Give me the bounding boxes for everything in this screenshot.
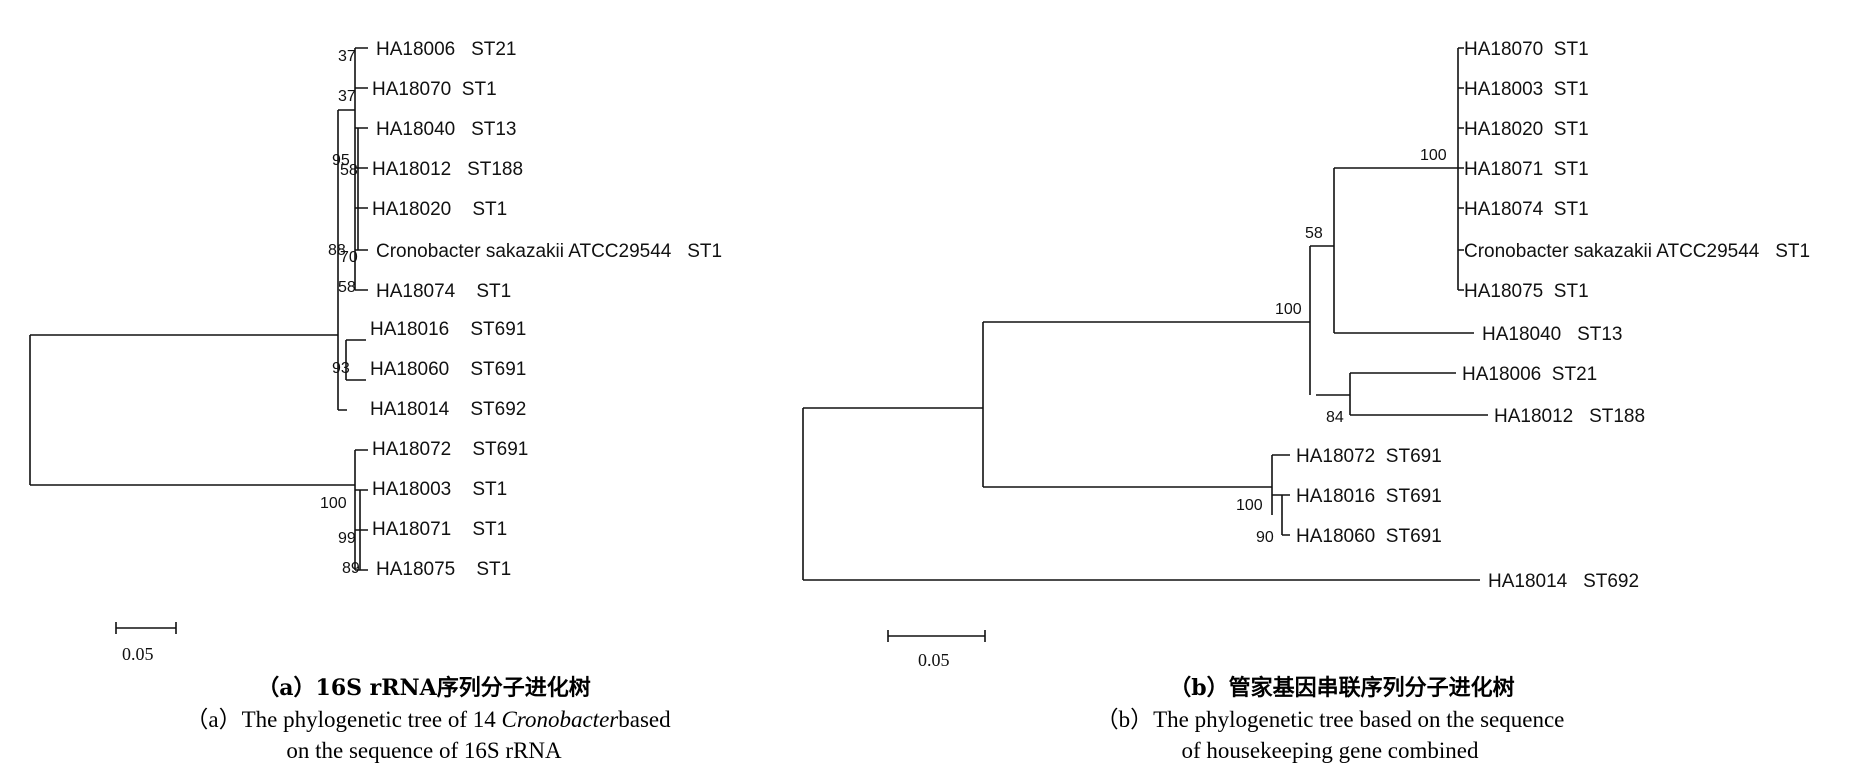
leaf-a-13: HA18071 ST1 xyxy=(372,519,507,540)
bootstrap-a-11: 89 xyxy=(342,560,360,577)
caption-a-zh: （a）16S rRNA序列分子进化树 xyxy=(257,675,590,701)
leaf-a-10: HA18014 ST692 xyxy=(370,399,526,420)
bootstrap-a-7: 58 xyxy=(338,279,356,296)
leaf-b-4: HA18071 ST1 xyxy=(1464,159,1589,180)
caption-a-en-line2: on the sequence of 16S rRNA xyxy=(286,738,562,763)
branch-b-upper-group xyxy=(1309,245,1350,396)
bootstrap-b-1: 100 xyxy=(1420,147,1447,164)
leaf-b-5: HA18074 ST1 xyxy=(1464,199,1589,220)
bootstrap-a-1: 37 xyxy=(338,48,356,65)
leaf-a-1: HA18006 ST21 xyxy=(376,39,516,60)
branch-a-lower-clade xyxy=(354,449,368,571)
caption-a-en-line1: （a）The phylogenetic tree of 14 Cronobact… xyxy=(185,707,671,732)
leaf-b-9: HA18006 ST21 xyxy=(1462,364,1597,385)
bootstrap-a-5: 88 xyxy=(328,242,346,259)
bootstrap-a-6: 70 xyxy=(340,249,358,266)
panel-b-bootstrap-values: 100 58 100 84 100 90 xyxy=(1236,147,1447,546)
branch-a-upper-stem xyxy=(338,47,368,291)
bootstrap-a-4: 58 xyxy=(340,162,358,179)
leaf-b-2: HA18003 ST1 xyxy=(1464,79,1589,100)
leaf-a-2: HA18070 ST1 xyxy=(372,79,497,100)
leaf-a-12: HA18003 ST1 xyxy=(372,479,507,500)
caption-a-en-part1: （a）The phylogenetic tree of 14 xyxy=(185,707,501,732)
panel-a-leaf-labels: HA18006 ST21 HA18070 ST1 HA18040 ST13 HA… xyxy=(370,39,722,580)
caption-b-en-line2: of housekeeping gene combined xyxy=(1182,738,1479,763)
bootstrap-a-8: 93 xyxy=(332,360,350,377)
scale-bar-a xyxy=(115,622,177,634)
bootstrap-b-2: 58 xyxy=(1305,225,1323,242)
branch-a-upper-subclades xyxy=(345,339,366,381)
branch-b-st691-clade xyxy=(1271,454,1290,536)
caption-a-en-part3: based xyxy=(618,707,671,732)
panel-b-leaf-labels: HA18070 ST1 HA18003 ST1 HA18020 ST1 HA18… xyxy=(1296,39,1810,592)
leaf-b-10: HA18012 ST188 xyxy=(1494,406,1645,427)
leaf-a-7: HA18074 ST1 xyxy=(376,281,511,302)
leaf-b-7: HA18075 ST1 xyxy=(1464,281,1589,302)
caption-a-en-genus: Cronobacter xyxy=(502,707,620,732)
scale-bar-b-label: 0.05 xyxy=(918,650,950,670)
leaf-b-12: HA18016 ST691 xyxy=(1296,486,1442,507)
leaf-b-3: HA18020 ST1 xyxy=(1464,119,1589,140)
leaf-a-4: HA18012 ST188 xyxy=(372,159,523,180)
leaf-b-1: HA18070 ST1 xyxy=(1464,39,1589,60)
leaf-b-8: HA18040 ST13 xyxy=(1482,324,1622,345)
branch-b-root xyxy=(802,407,1480,581)
leaf-a-9: HA18060 ST691 xyxy=(370,359,526,380)
branch-a-root xyxy=(29,334,355,486)
bootstrap-b-5: 100 xyxy=(1236,497,1263,514)
leaf-a-11: HA18072 ST691 xyxy=(372,439,528,460)
bootstrap-b-4: 84 xyxy=(1326,409,1344,426)
leaf-b-11: HA18072 ST691 xyxy=(1296,446,1442,467)
leaf-b-6: Cronobacter sakazakii ATCC29544 ST1 xyxy=(1464,241,1810,262)
panel-a-tree xyxy=(29,47,368,634)
bootstrap-a-3: 95 xyxy=(332,152,350,169)
leaf-a-3: HA18040 ST13 xyxy=(376,119,516,140)
panel-b-tree xyxy=(802,47,1488,642)
caption-b-zh: （b）管家基因串联序列分子进化树 xyxy=(1169,675,1514,701)
branch-a-upper-clade xyxy=(337,110,347,411)
leaf-a-5: HA18020 ST1 xyxy=(372,199,507,220)
leaf-a-8: HA18016 ST691 xyxy=(370,319,526,340)
scale-bar-a-label: 0.05 xyxy=(122,644,154,664)
panel-a-bootstrap-values: 37 37 95 58 88 70 58 93 100 99 89 xyxy=(320,48,360,577)
leaf-b-14: HA18014 ST692 xyxy=(1488,571,1639,592)
branch-b-st1-clade xyxy=(1333,47,1474,334)
branch-b-major-split xyxy=(982,321,1310,488)
bootstrap-a-2: 37 xyxy=(338,88,356,105)
leaf-b-13: HA18060 ST691 xyxy=(1296,526,1442,547)
caption-b-en-line1: （b）The phylogenetic tree based on the se… xyxy=(1096,707,1565,732)
bootstrap-a-9: 100 xyxy=(320,495,347,512)
bootstrap-a-10: 99 xyxy=(338,530,356,547)
leaf-a-6: Cronobacter sakazakii ATCC29544 ST1 xyxy=(376,241,722,262)
bootstrap-b-6: 90 xyxy=(1256,529,1274,546)
branch-b-st21-st188 xyxy=(1349,372,1488,416)
bootstrap-b-3: 100 xyxy=(1275,301,1302,318)
leaf-a-14: HA18075 ST1 xyxy=(376,559,511,580)
scale-bar-b xyxy=(887,630,986,642)
